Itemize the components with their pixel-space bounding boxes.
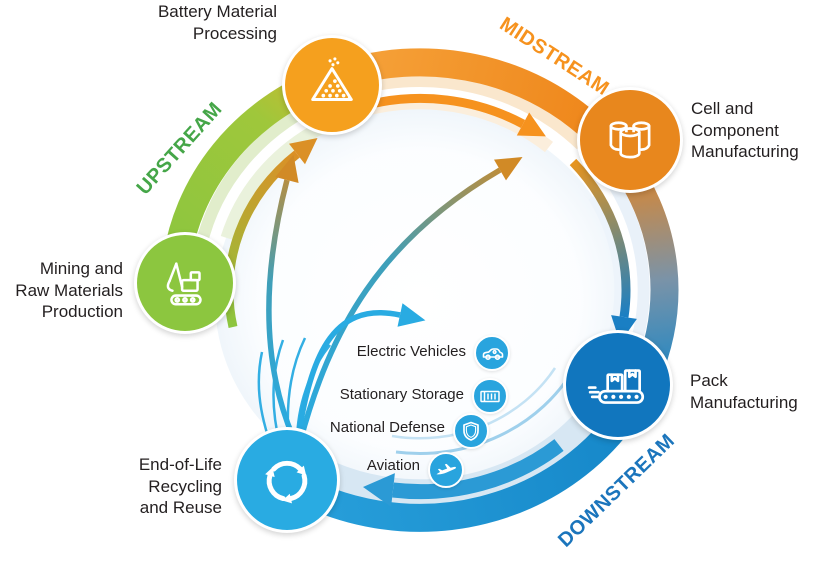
recycle-to-cell-arrowhead: [494, 157, 523, 181]
application-electric-vehicles-badge: [474, 335, 510, 371]
recycling-label: End-of-Life Recycling and Reuse: [139, 454, 222, 519]
midstream-arrowhead: [516, 112, 546, 137]
node-end-of-life-recycling: [234, 427, 340, 533]
recycle-label-line: End-of-Life: [138, 455, 222, 474]
application-stationary-storage-label: Stationary Storage: [339, 386, 464, 403]
mining-label: Mining and Raw Materials Production: [15, 258, 123, 323]
recycle-label-line: Recycling: [148, 476, 222, 496]
shield-icon: [463, 421, 479, 441]
battery-label-line: Processing: [192, 23, 277, 43]
node-pack-manufacturing: [563, 330, 673, 440]
recycle-label-line: and Reuse: [139, 498, 222, 517]
cell-to-pack-arrowhead: [611, 315, 637, 343]
pack-to-recycle-arrow: [392, 439, 564, 500]
conveyor-icon: [587, 369, 645, 404]
mining-label-line: Production: [41, 302, 123, 321]
recycle-to-battery-arrow: [266, 179, 296, 439]
recycle-return-arrows: [266, 154, 523, 445]
material-pile-icon: [311, 57, 353, 101]
recycle-to-applications-arrowhead: [397, 303, 426, 327]
recycle-to-battery-arrowhead: [275, 154, 299, 183]
application-national-defense-badge: [453, 413, 489, 449]
application-stationary-storage-badge: [472, 378, 508, 414]
node-cell-component-manufacturing: [577, 87, 683, 193]
cell-to-pack-arrow: [569, 158, 631, 318]
application-national-defense-label: National Defense: [329, 419, 445, 436]
mining-label-line: Mining and: [39, 259, 123, 278]
node-mining: [134, 232, 236, 334]
battery-cells-icon: [609, 121, 651, 159]
cell-label-line: Cell and: [691, 99, 754, 118]
mining-label-line: Raw Materials: [15, 280, 123, 300]
upstream-arrowhead: [289, 138, 318, 165]
pack-to-recycle-arrowhead: [363, 473, 395, 507]
pack-label-line: Manufacturing: [690, 392, 798, 412]
pack-manufacturing-label: Pack Manufacturing: [690, 370, 798, 413]
car-icon: [482, 348, 504, 361]
cell-label-line: Component: [691, 120, 779, 140]
center-wash: [215, 108, 625, 492]
recycle-to-cell-arrow: [297, 167, 502, 443]
excavator-icon: [166, 262, 202, 306]
application-electric-vehicles-label: Electric Vehicles: [356, 343, 466, 360]
downstream-band: [272, 379, 652, 532]
cell-manufacturing-label: Cell and Component Manufacturing: [691, 98, 799, 163]
battery-processing-label: Battery Material Processing: [158, 1, 277, 44]
cell-label-line: Manufacturing: [691, 142, 799, 161]
node-battery-material-processing: [282, 35, 382, 135]
recycle-icon: [265, 460, 308, 504]
pack-label-line: Pack: [690, 371, 728, 390]
airplane-icon: [436, 463, 456, 475]
midstream-arrow: [365, 93, 526, 128]
recycle-to-applications-arrow: [294, 310, 401, 445]
application-aviation-badge: [428, 452, 464, 488]
battery-label-line: Battery Material: [157, 2, 277, 21]
storage-container-icon: [480, 390, 500, 403]
application-aviation-label: Aviation: [366, 457, 420, 474]
